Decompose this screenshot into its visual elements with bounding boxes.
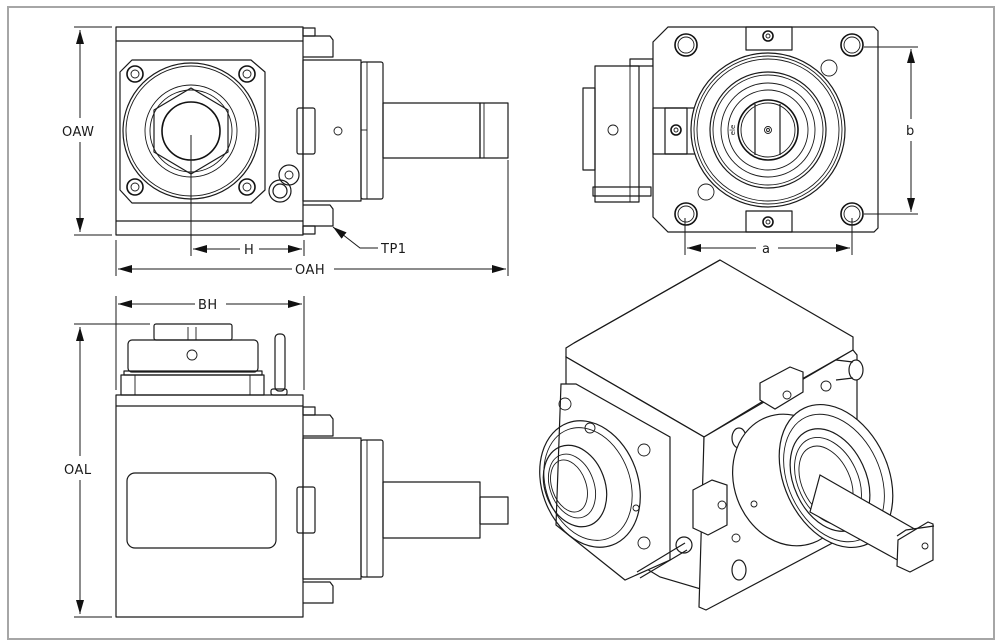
isometric-view bbox=[539, 259, 935, 611]
dimension-b bbox=[864, 46, 918, 215]
side-body bbox=[115, 394, 304, 618]
flange-bolt bbox=[126, 65, 256, 196]
dimension-h bbox=[190, 135, 305, 256]
front-view: OAW H OAH TP1 bbox=[62, 26, 509, 278]
end-view: ele a b bbox=[582, 26, 918, 257]
spindle-bore bbox=[737, 99, 799, 161]
dimension-oaw bbox=[74, 26, 112, 236]
label-plate bbox=[126, 472, 277, 549]
label-bh: BH bbox=[198, 298, 218, 313]
front-body bbox=[115, 26, 304, 236]
iso-collet-nut bbox=[542, 444, 608, 528]
label-oal: OAL bbox=[64, 463, 92, 478]
dimension-bh bbox=[115, 296, 305, 390]
label-tp1: TP1 bbox=[380, 242, 407, 257]
label-oah: OAH bbox=[295, 263, 325, 278]
label-b: b bbox=[906, 124, 915, 139]
key-block bbox=[296, 107, 316, 155]
leader-tp1 bbox=[332, 226, 378, 249]
dimension-oal bbox=[74, 323, 150, 618]
label-oaw: OAW bbox=[62, 125, 95, 140]
dimension-oah bbox=[115, 160, 509, 276]
side-view: BH OAL bbox=[64, 296, 509, 618]
label-a: a bbox=[762, 242, 770, 257]
dimension-a bbox=[684, 218, 853, 255]
label-h: H bbox=[244, 243, 254, 258]
engraving: ele bbox=[729, 125, 737, 136]
front-flange bbox=[119, 59, 266, 204]
output-shaft bbox=[382, 102, 481, 159]
